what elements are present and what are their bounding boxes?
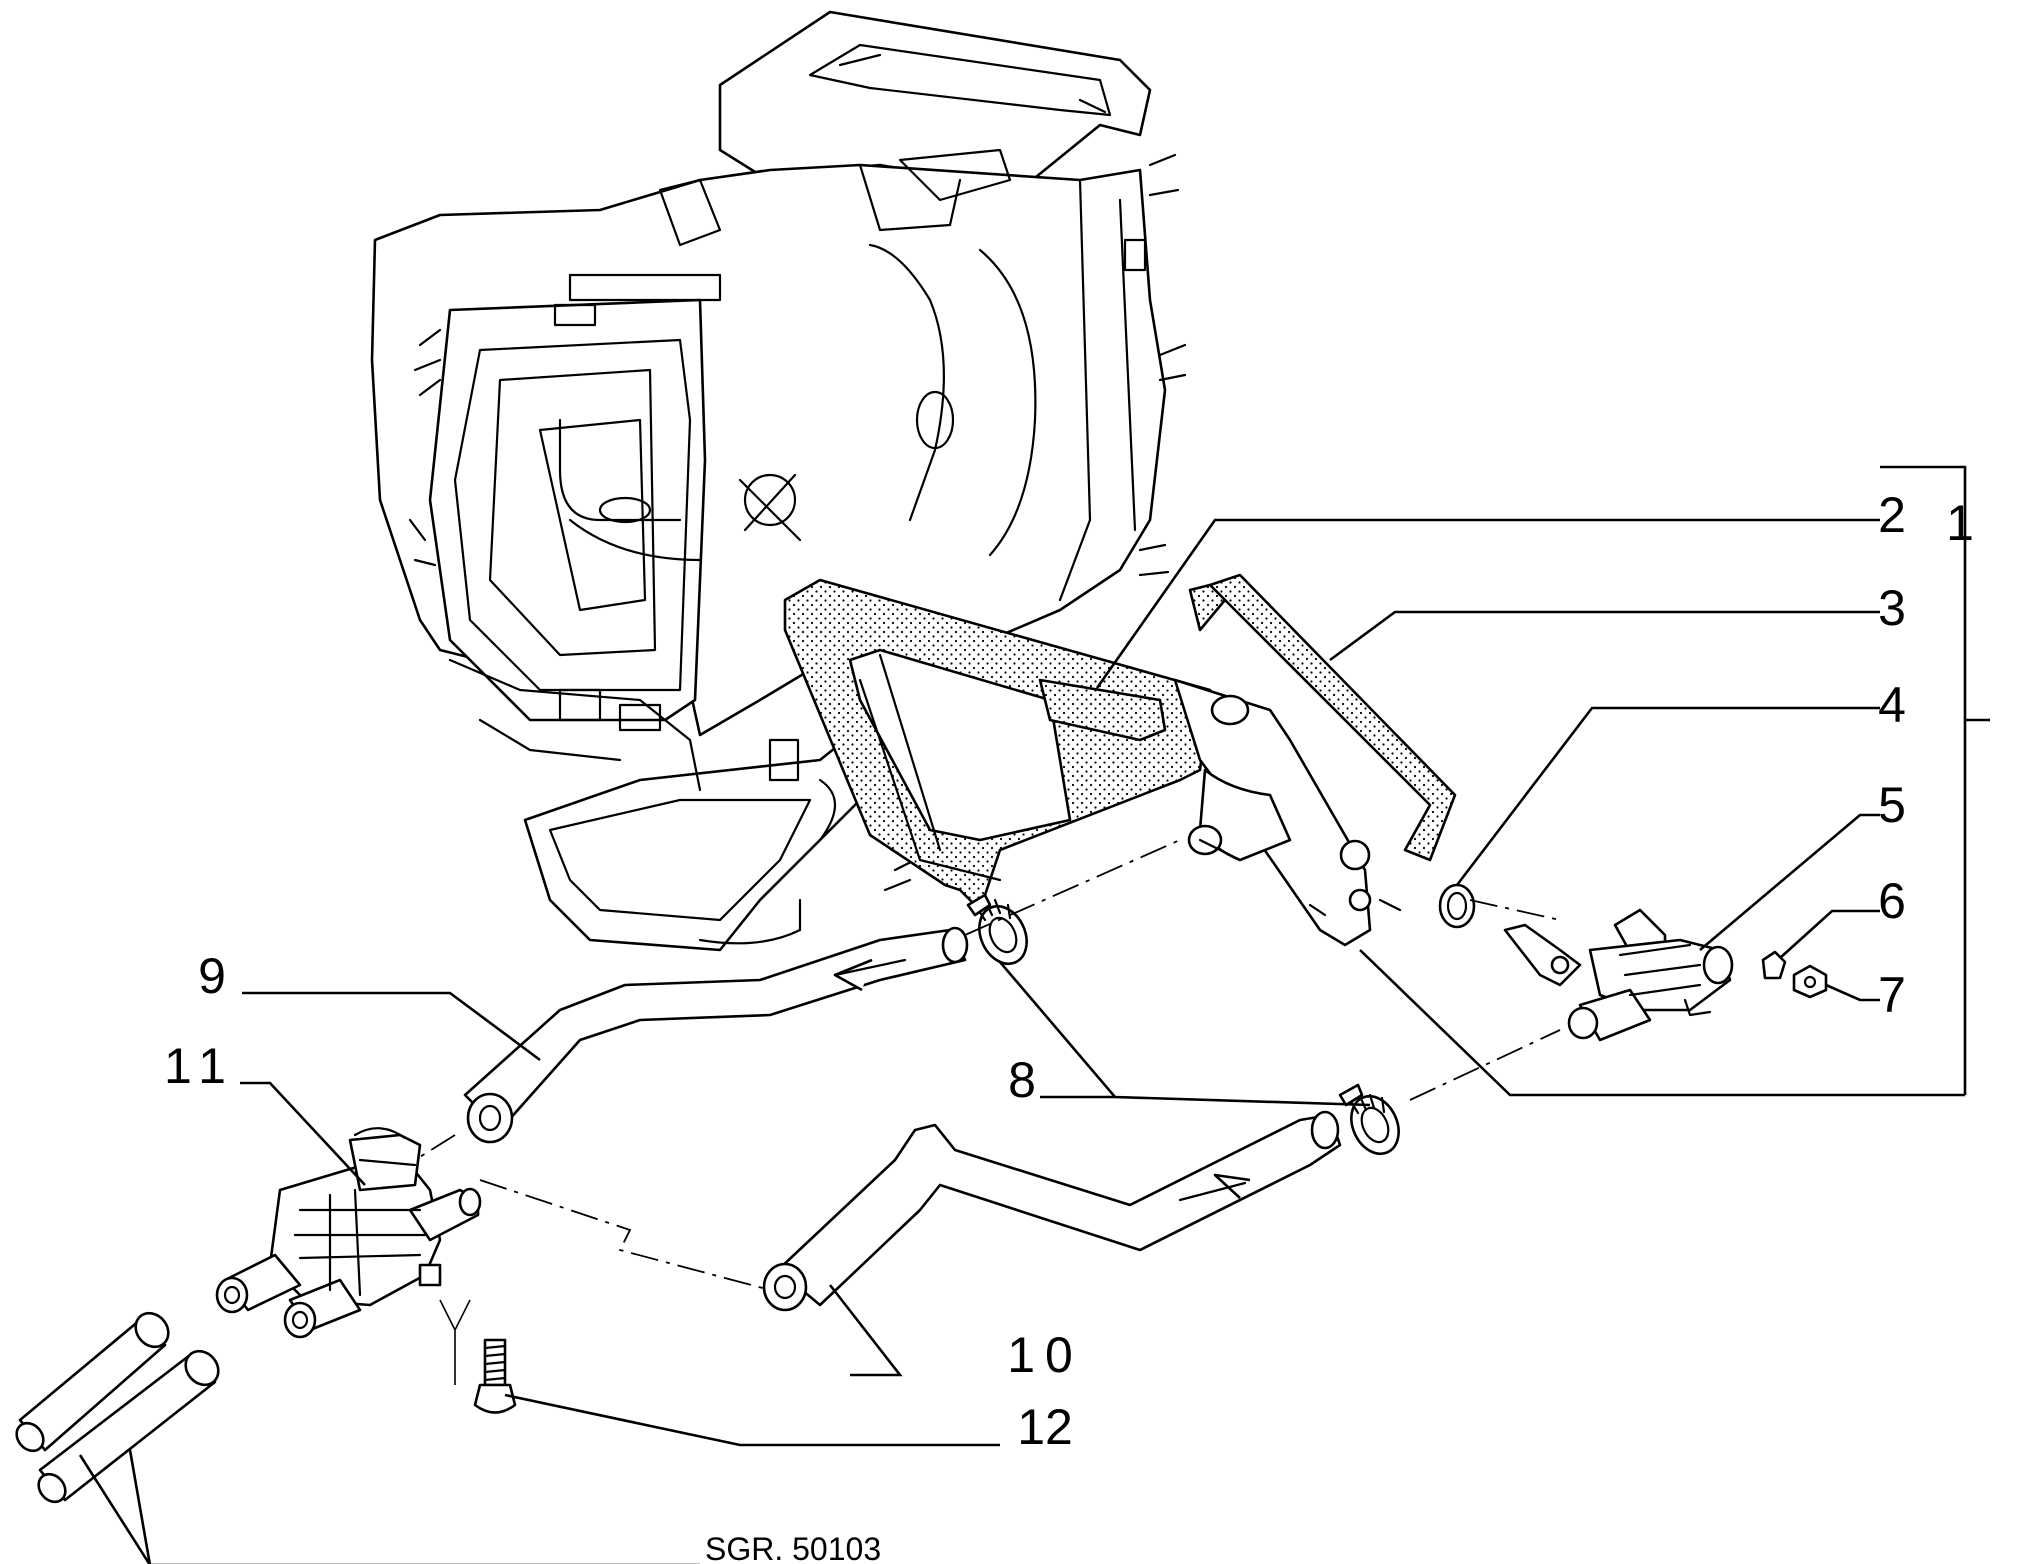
callout-11: 11 xyxy=(164,1038,236,1094)
washer xyxy=(1761,950,1787,980)
foam-seal-strip xyxy=(1188,573,1457,862)
callout-6: 6 xyxy=(1878,873,1906,929)
pipe-fitting xyxy=(1503,908,1734,1042)
callout-8: 8 xyxy=(1008,1052,1036,1108)
callout-labels: 1 2 3 4 5 6 7 8 9 10 11 12 SGR. 50103 xyxy=(164,487,1974,1564)
hose-clamp-upper xyxy=(966,893,1028,966)
heater-housing xyxy=(370,10,1187,952)
callout-9: 9 xyxy=(198,948,226,1004)
callout-7: 7 xyxy=(1878,967,1906,1023)
o-ring xyxy=(1438,883,1476,929)
hose-upper xyxy=(463,926,969,1144)
screw xyxy=(473,1338,517,1414)
callout-10: 10 xyxy=(1007,1327,1083,1383)
nut xyxy=(1792,964,1828,999)
hose-clamp-lower xyxy=(1338,1083,1400,1156)
reference-code: SGR. 50103 xyxy=(705,1531,881,1564)
callout-3: 3 xyxy=(1878,580,1906,636)
water-valve xyxy=(215,1127,482,1339)
callout-1: 1 xyxy=(1946,495,1974,551)
callout-4: 4 xyxy=(1878,677,1906,733)
leader-lines xyxy=(78,465,1990,1564)
external-hoses xyxy=(15,1311,220,1504)
callout-2: 2 xyxy=(1878,487,1906,543)
callout-12: 12 xyxy=(1017,1399,1073,1455)
assembly-lines xyxy=(414,839,1561,1385)
hose-lower xyxy=(762,1110,1342,1312)
callout-5: 5 xyxy=(1878,777,1906,833)
heater-core xyxy=(783,578,1402,947)
